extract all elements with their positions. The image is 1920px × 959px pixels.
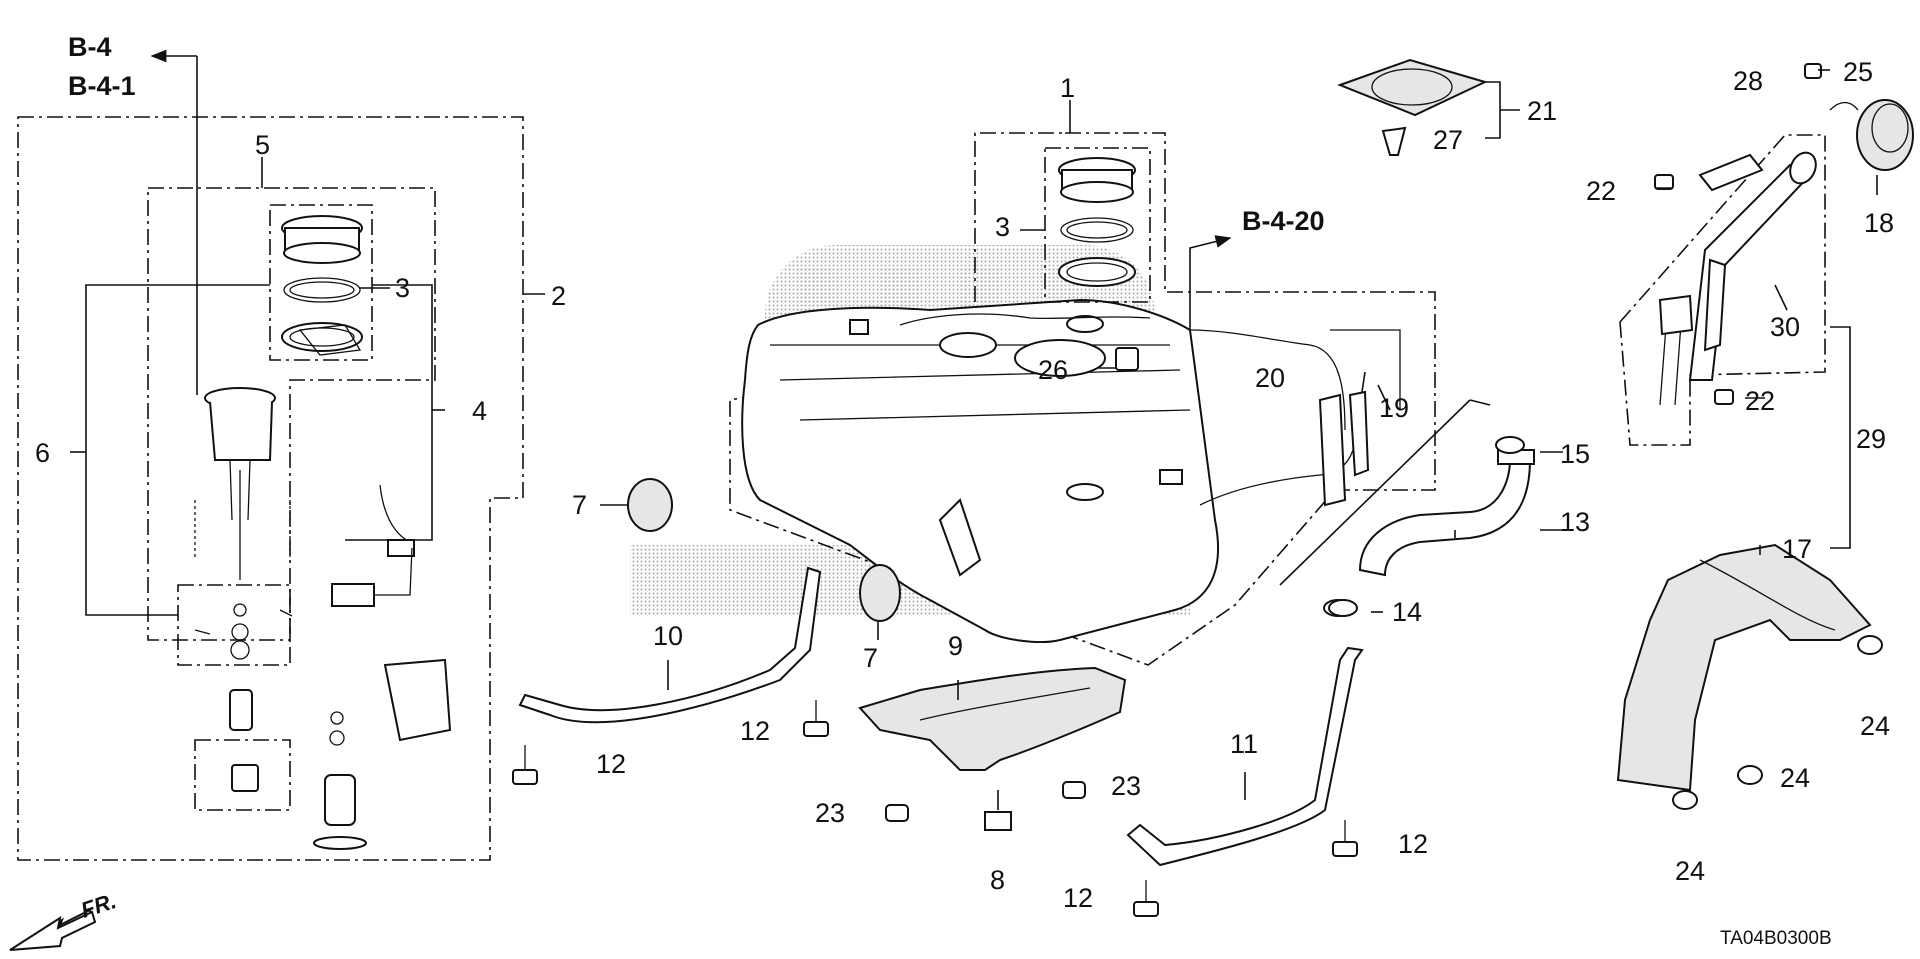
callouts: 1 2 3 3 4 5 6 7 7 8 9 10 11 12 12 12 12 … bbox=[35, 57, 1894, 913]
callout-20[interactable]: 20 bbox=[1255, 363, 1285, 393]
shield-clips bbox=[1672, 635, 1883, 810]
callout-12[interactable]: 12 bbox=[596, 749, 626, 779]
filler-bolts bbox=[1654, 174, 1734, 405]
callout-29[interactable]: 29 bbox=[1856, 424, 1886, 454]
callout-23[interactable]: 23 bbox=[1111, 771, 1141, 801]
callout-25[interactable]: 25 bbox=[1843, 57, 1873, 87]
callout-18[interactable]: 18 bbox=[1864, 208, 1894, 238]
callout-22[interactable]: 22 bbox=[1586, 176, 1616, 206]
front-direction-arrow: FR. bbox=[9, 888, 119, 951]
callout-11[interactable]: 11 bbox=[1230, 729, 1258, 759]
callout-8[interactable]: 8 bbox=[990, 865, 1005, 895]
callout-23[interactable]: 23 bbox=[815, 798, 845, 828]
callout-24[interactable]: 24 bbox=[1675, 856, 1705, 886]
drawing-code: TA04B0300B bbox=[1720, 928, 1832, 949]
callout-28[interactable]: 28 bbox=[1733, 66, 1763, 96]
fuel-filler-neck bbox=[1619, 134, 1826, 446]
callout-9[interactable]: 9 bbox=[948, 631, 963, 661]
front-direction-label: FR. bbox=[78, 888, 119, 923]
reference-b4[interactable]: B-4 bbox=[68, 32, 112, 62]
callout-15[interactable]: 15 bbox=[1560, 439, 1590, 469]
callout-24[interactable]: 24 bbox=[1860, 711, 1890, 741]
fuel-splash-shield bbox=[1616, 543, 1872, 792]
hose-clamps bbox=[1328, 436, 1525, 617]
fuel-filler-cap bbox=[1804, 63, 1914, 171]
reference-b4-1[interactable]: B-4-1 bbox=[68, 71, 136, 101]
leader-line bbox=[1279, 399, 1471, 586]
fuel-filter-and-pump bbox=[313, 658, 452, 850]
reference-label: B-4-20 bbox=[1242, 206, 1325, 236]
callout-13[interactable]: 13 bbox=[1560, 507, 1590, 537]
callout-6[interactable]: 6 bbox=[35, 438, 50, 468]
fuel-pump-module bbox=[194, 387, 345, 792]
vent-valve bbox=[1115, 347, 1139, 371]
fuel-tank-strap-left bbox=[518, 566, 822, 724]
callout-12[interactable]: 12 bbox=[740, 716, 770, 746]
left-leader-lines bbox=[70, 157, 545, 616]
strap-bolts bbox=[512, 700, 1358, 917]
callout-10[interactable]: 10 bbox=[653, 621, 683, 651]
fuel-tank-group bbox=[729, 132, 1436, 666]
leader-line bbox=[1469, 399, 1491, 406]
service-cover bbox=[1337, 58, 1488, 156]
callout-4[interactable]: 4 bbox=[472, 396, 487, 426]
callout-21[interactable]: 21 bbox=[1527, 96, 1557, 126]
fuel-tank-strap-right bbox=[1126, 646, 1364, 867]
callout-1[interactable]: 1 bbox=[1060, 73, 1075, 103]
fuel-pump-lock-ring-parts bbox=[281, 215, 363, 352]
fuel-pump-group bbox=[17, 116, 524, 861]
reference-b4-20[interactable]: B-4-20 bbox=[1242, 206, 1325, 236]
callout-3[interactable]: 3 bbox=[395, 273, 410, 303]
leader-line bbox=[1485, 81, 1520, 139]
callout-12[interactable]: 12 bbox=[1063, 883, 1093, 913]
shield-nuts bbox=[885, 781, 1086, 822]
callout-24[interactable]: 24 bbox=[1780, 763, 1810, 793]
reference-label: B-4 bbox=[68, 32, 112, 62]
tank-lock-ring-parts bbox=[1044, 147, 1151, 303]
callout-7[interactable]: 7 bbox=[863, 643, 878, 673]
callout-30[interactable]: 30 bbox=[1770, 312, 1800, 342]
leader-line bbox=[1830, 326, 1851, 549]
callout-3[interactable]: 3 bbox=[995, 212, 1010, 242]
callout-7[interactable]: 7 bbox=[572, 490, 587, 520]
reference-arrow bbox=[1189, 235, 1232, 330]
fuel-level-sender bbox=[298, 324, 416, 607]
callout-26[interactable]: 26 bbox=[1038, 355, 1068, 385]
callout-17[interactable]: 17 bbox=[1782, 534, 1812, 564]
callout-5[interactable]: 5 bbox=[255, 130, 270, 160]
callout-2[interactable]: 2 bbox=[551, 281, 566, 311]
callout-19[interactable]: 19 bbox=[1379, 393, 1409, 423]
tank-heat-shield bbox=[858, 666, 1127, 831]
callout-12[interactable]: 12 bbox=[1398, 829, 1428, 859]
tank-mount-rubber bbox=[600, 478, 901, 640]
callout-14[interactable]: 14 bbox=[1392, 597, 1422, 627]
right-leader-lines bbox=[1371, 69, 1878, 613]
callout-27[interactable]: 27 bbox=[1433, 125, 1463, 155]
vent-hoses bbox=[1318, 329, 1401, 507]
reference-label: B-4-1 bbox=[68, 71, 136, 101]
callout-22[interactable]: 22 bbox=[1745, 386, 1775, 416]
